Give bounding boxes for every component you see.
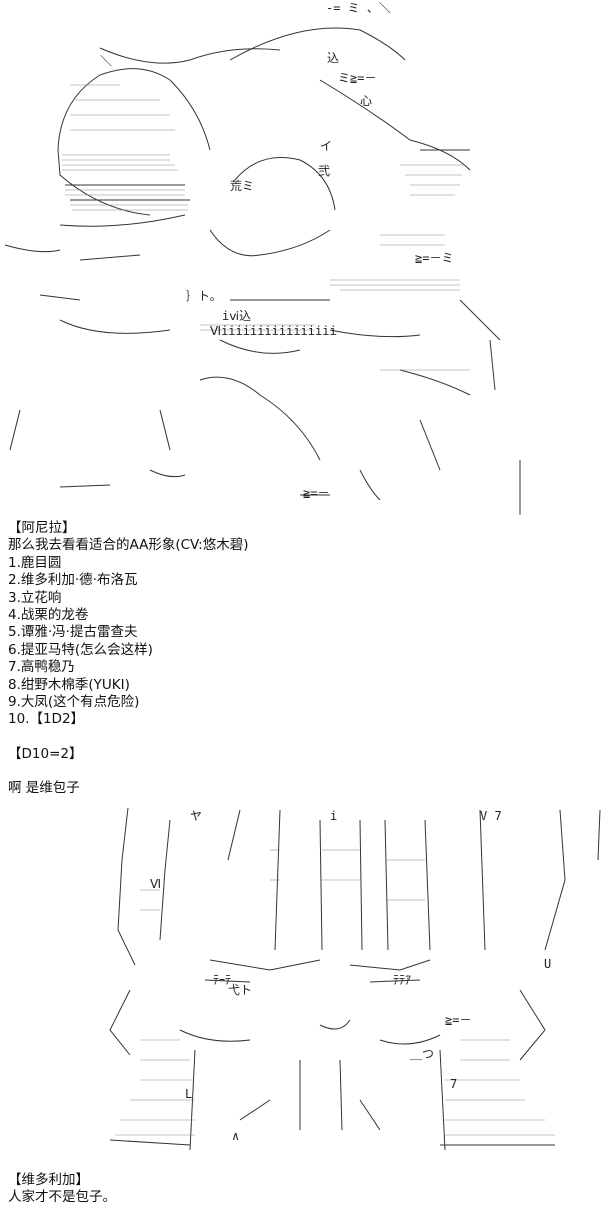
aa-glyph: ｝ト。 [186,289,222,303]
aa-glyph: ﾃﾃｱ [393,973,411,987]
aa-glyph: 7 [450,1077,457,1091]
option-item: 4.战栗的龙卷 [8,606,89,623]
aa-glyph: ≧=－ [303,486,329,500]
option-item: 1.鹿目圆 [8,554,62,571]
ascii-art-bottom: V 7 i ヤ Ⅵ 弋ト ≧=－ ＿つ 7 L ∧ U ﾃﾃｱ ﾃｰﾃ [0,800,615,1172]
option-item: 2.维多利加·德·布洛瓦 [8,572,138,589]
aa-glyph: ﾃｰﾃ [213,973,231,987]
ascii-art-top: -= ミ 、＼ 込 荒ミ 心 ミ≧=－ Ⅵiiiiiiiiiiiiiiii ｝ト… [0,0,615,520]
option-item: 3.立花响 [8,589,62,606]
dialogue-line: 那么我去看看适合的AA形象(CV:悠木碧) [8,537,249,554]
aa-glyph: 荒ミ [230,179,254,193]
aa-glyph: ∧ [232,1129,239,1143]
aa-glyph: 心 [360,94,372,108]
option-item: 7.高鸭稳乃 [8,659,75,676]
speaker-name: 【维多利加】 [8,1172,89,1188]
speaker-name: 【阿尼拉】 [8,520,76,536]
aa-glyph: ミ≧=－ [338,71,376,85]
aa-glyph: 込 [327,51,339,65]
aa-glyph: U [544,957,551,971]
aa-glyph: Ⅵiiiiiiiiiiiiiiii [210,324,337,338]
dialogue-line: 啊 是维包子 [8,780,80,797]
dialogue-line: 人家才不是包子。 [8,1189,116,1206]
aa-glyph: 弐 [318,164,330,178]
option-item: 6.提亚马特(怎么会这样) [8,641,153,658]
aa-glyph: -= ミ 、＼ [326,1,391,15]
dice-roll-result: 【D10=2】 [8,745,83,762]
option-item: 5.谭雅·冯·提古雷查夫 [8,624,138,641]
aa-glyph: i [330,809,337,823]
ascii-art-bottom-drawing: V 7 i ヤ Ⅵ 弋ト ≧=－ ＿つ 7 L ∧ U ﾃﾃｱ ﾃｰﾃ [109,807,601,1151]
option-item: 9.大凤(这个有点危险) [8,693,140,710]
aa-glyph: iⅵ込 [222,309,251,323]
dialogue-block-1: 【阿尼拉】 那么我去看看适合的AA形象(CV:悠木碧) 1.鹿目圆 2.维多利加… [8,520,249,797]
aa-glyph: 弋ト [228,983,252,997]
aa-glyph: イ [320,139,332,153]
aa-glyph: ＿つ [410,1047,434,1061]
aa-glyph: ≧=－ [445,1013,471,1027]
aa-glyph: ≧=－ミ [415,251,453,265]
option-item: 10.【1D2】 [8,711,85,728]
option-item: 8.绀野木棉季(YUKI) [8,676,130,693]
aa-glyph: Ⅵ [150,877,161,891]
aa-glyph: ＼ [100,54,112,68]
ascii-art-top-drawing: -= ミ 、＼ 込 荒ミ 心 ミ≧=－ Ⅵiiiiiiiiiiiiiiii ｝ト… [4,1,521,515]
aa-glyph: V 7 [480,809,502,823]
aa-glyph: ヤ [190,809,202,823]
dialogue-block-2: 【维多利加】 人家才不是包子。 [8,1172,116,1207]
aa-glyph: L [185,1087,192,1101]
